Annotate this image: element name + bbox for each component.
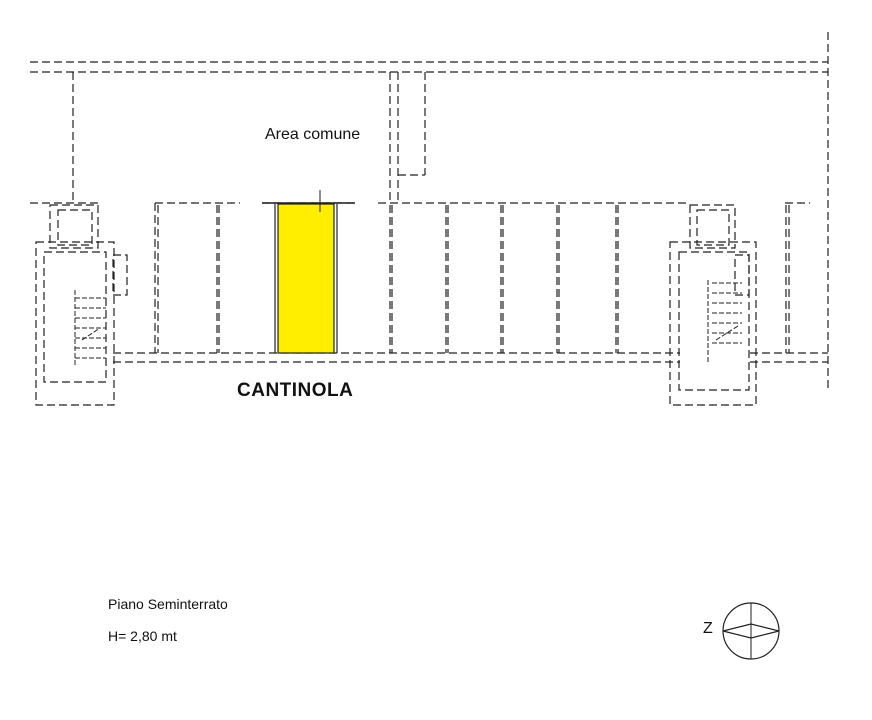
floor-name-label: Piano Seminterrato <box>108 596 228 612</box>
cantinola-label: CANTINOLA <box>237 380 354 401</box>
cantinola-highlight <box>277 203 335 354</box>
area-comune-label: Area comune <box>265 126 361 143</box>
north-arrow-icon <box>722 602 780 660</box>
north-arrow-letter: Z <box>703 620 713 637</box>
floor-height-label: H= 2,80 mt <box>108 628 177 644</box>
